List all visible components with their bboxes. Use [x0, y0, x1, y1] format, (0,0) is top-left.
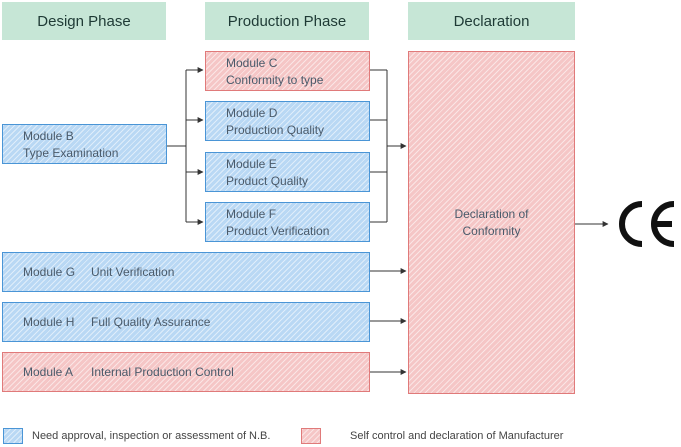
declaration-line-2: Conformity	[462, 223, 521, 238]
design-phase-header: Design Phase	[2, 2, 166, 40]
module-f-name: Product Verification	[226, 224, 330, 238]
module-h-name: Full Quality Assurance	[91, 314, 211, 329]
module-a-box: Module A Internal Production Control	[2, 352, 370, 392]
module-a-name: Internal Production Control	[91, 364, 234, 379]
production-phase-header: Production Phase	[205, 2, 369, 40]
module-b-code: Module B	[23, 129, 74, 143]
module-f-box: Module F Product Verification	[205, 202, 370, 242]
module-c-box: Module C Conformity to type	[205, 51, 370, 91]
legend-red-swatch	[301, 428, 321, 444]
module-d-code: Module D	[226, 106, 278, 120]
module-e-name: Product Quality	[226, 174, 309, 188]
module-e-box: Module E Product Quality	[205, 152, 370, 192]
module-d-name: Production Quality	[226, 123, 325, 137]
ce-mark-icon	[619, 201, 675, 247]
module-f-code: Module F	[226, 207, 277, 221]
module-d-box: Module D Production Quality	[205, 101, 370, 141]
module-a-code: Module A	[23, 364, 74, 379]
module-h-code: Module H	[23, 314, 75, 329]
module-c-code: Module C	[226, 56, 278, 70]
legend-blue-swatch	[3, 428, 23, 444]
module-c-name: Conformity to type	[226, 73, 324, 87]
module-b-name: Type Examination	[23, 146, 119, 160]
module-g-code: Module G	[23, 264, 76, 279]
legend-blue-label: Need approval, inspection or assessment …	[32, 430, 271, 442]
declaration-line-1: Declaration of	[454, 206, 529, 221]
module-b-box: Module B Type Examination	[2, 124, 167, 164]
module-h-box: Module H Full Quality Assurance	[2, 302, 370, 342]
legend-red-label: Self control and declaration of Manufact…	[350, 430, 564, 442]
module-e-code: Module E	[226, 157, 277, 171]
module-g-name: Unit Verification	[91, 264, 175, 279]
declaration-header: Declaration	[408, 2, 575, 40]
module-g-box: Module G Unit Verification	[2, 252, 370, 292]
declaration-of-conformity-box: Declaration of Conformity	[408, 51, 575, 394]
